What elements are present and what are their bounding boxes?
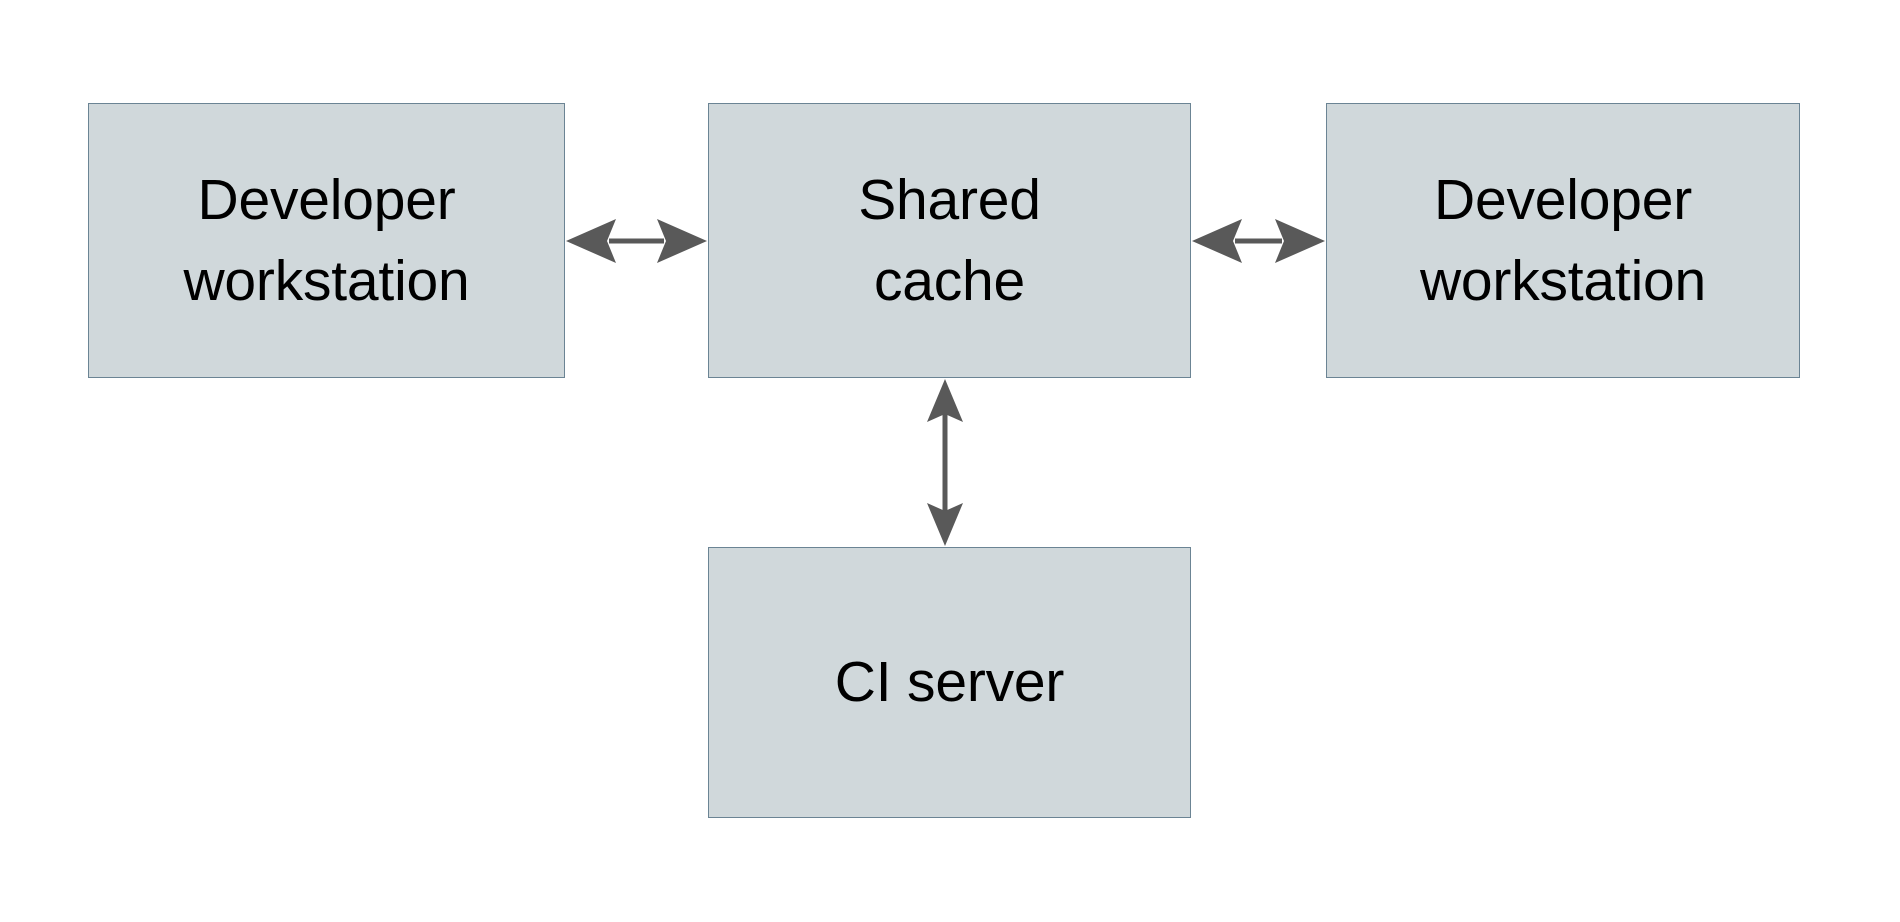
edge-dev-left-cache[interactable] <box>566 219 707 263</box>
arrowhead-up-icon <box>927 379 963 422</box>
arrowhead-left-icon <box>1192 219 1242 263</box>
edge-shaft <box>1235 238 1282 244</box>
arrowhead-down-icon <box>927 503 963 546</box>
node-developer-workstation-right[interactable]: Developer workstation <box>1326 103 1800 378</box>
arrowhead-right-icon <box>1275 219 1325 263</box>
edge-cache-dev-right[interactable] <box>1192 219 1325 263</box>
arrowhead-right-icon <box>657 219 707 263</box>
arrowhead-left-icon <box>566 219 616 263</box>
node-label: Developer workstation <box>1419 167 1707 313</box>
edge-cache-ci[interactable] <box>927 379 963 546</box>
node-label: Developer workstation <box>183 167 470 313</box>
node-label: CI server <box>834 650 1065 715</box>
edge-shaft <box>942 412 948 514</box>
node-shared-cache[interactable]: Shared cache <box>708 103 1191 378</box>
node-label: Shared cache <box>858 167 1041 313</box>
node-ci-server[interactable]: CI server <box>708 547 1191 818</box>
node-developer-workstation-left[interactable]: Developer workstation <box>88 103 565 378</box>
edge-shaft <box>609 238 664 244</box>
